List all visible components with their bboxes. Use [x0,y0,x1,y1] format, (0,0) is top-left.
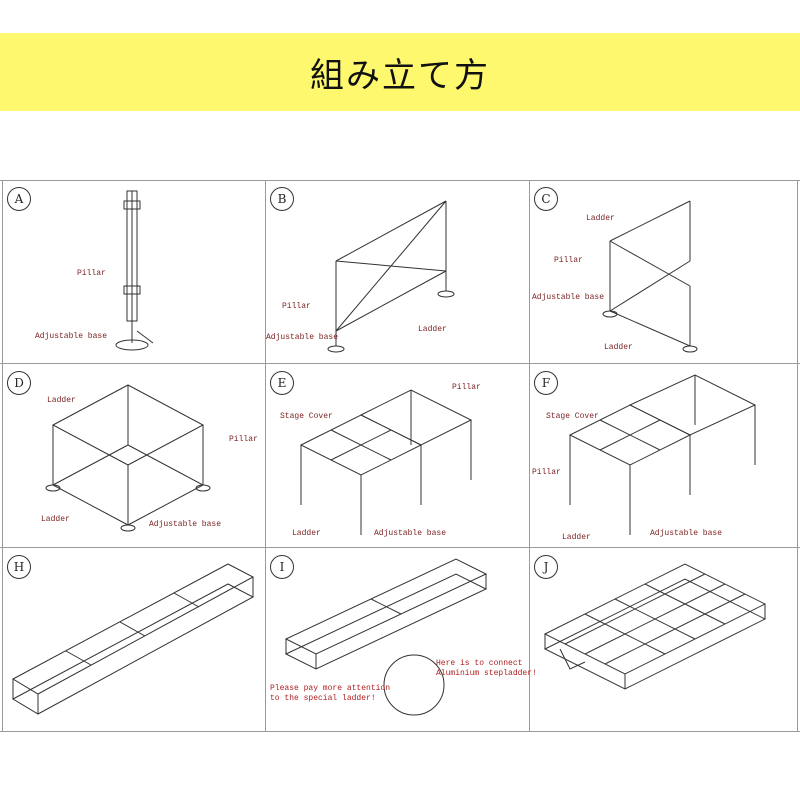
long-stage-diagram [11,563,255,715]
step-panel-i: I Please pay more attention to the speci… [266,549,537,731]
label-pillar: Pillar [532,468,561,477]
step-label: D [7,371,31,395]
box-frame-diagram [45,384,211,532]
step-panel-b: B Pillar Adjustable base Ladder [266,181,529,363]
corner-frame-diagram [602,200,698,353]
step-label: I [270,555,294,579]
step-label: C [534,187,558,211]
step-panel-e: E Pillar Stage Cover Ladder Adjustable b… [266,365,529,547]
step-panel-h: H [3,549,266,731]
divider [0,180,800,181]
label-ladder: Ladder [418,325,447,334]
pillar-diagram [115,190,154,351]
step-panel-d: D Ladder Pillar Ladder Adjustable base [3,365,266,547]
note-special-ladder-line-2: to the special ladder! [270,694,376,703]
label-pillar: Pillar [77,269,106,278]
step-label: A [7,187,31,211]
label-adjustable-base: Adjustable base [650,529,723,538]
step-panel-f: F Stage Cover Pillar Ladder Adjustable b… [530,365,793,547]
divider [0,363,800,364]
label-ladder: Ladder [562,533,591,542]
step-label: J [534,555,558,579]
large-stage-diagram [543,563,767,690]
wide-stage-with-ladder-diagram [284,558,488,716]
label-pillar: Pillar [554,256,583,265]
label-adjustable-base: Adjustable base [35,332,108,341]
step-panel-c: C Ladder Pillar Adjustable base Ladder [530,181,793,363]
note-connect-stepladder-line-1: Here is to connect [436,659,523,668]
label-pillar: Pillar [452,383,481,392]
page-title: 組み立て方 [310,55,490,96]
divider [0,731,800,732]
step-panel-a: A Pillar Adjustable base [3,181,266,363]
label-ladder-top: Ladder [586,214,615,223]
label-pillar: Pillar [282,302,311,311]
step-label: E [270,371,294,395]
label-ladder-top: Ladder [47,396,76,405]
step-panel-j: J [530,549,793,731]
label-adjustable-base: Adjustable base [266,333,339,342]
label-adjustable-base: Adjustable base [532,293,605,302]
assembly-steps-grid: A Pillar Adjustable base B Pillar Adjust… [0,180,800,740]
ladder-frame-diagram [327,200,455,353]
divider [529,180,530,732]
divider [265,180,266,732]
stage-cover-diagram [299,389,473,535]
stage-cover-frame-diagram [568,374,757,535]
label-adjustable-base: Adjustable base [149,520,222,529]
label-pillar: Pillar [229,435,258,444]
label-ladder-bottom: Ladder [41,515,70,524]
step-label: H [7,555,31,579]
step-label: F [534,371,558,395]
label-ladder: Ladder [292,529,321,538]
step-label: B [270,187,294,211]
label-stage-cover: Stage Cover [546,412,599,421]
title-banner: 組み立て方 [0,33,800,111]
divider [797,180,798,732]
label-stage-cover: Stage Cover [280,412,333,421]
divider [0,547,800,548]
label-ladder-bottom: Ladder [604,343,633,352]
label-adjustable-base: Adjustable base [374,529,447,538]
note-special-ladder-line-1: Please pay more attention [270,684,391,693]
note-connect-stepladder-line-2: Aluminium stepladder! [436,669,537,678]
divider [2,180,3,732]
